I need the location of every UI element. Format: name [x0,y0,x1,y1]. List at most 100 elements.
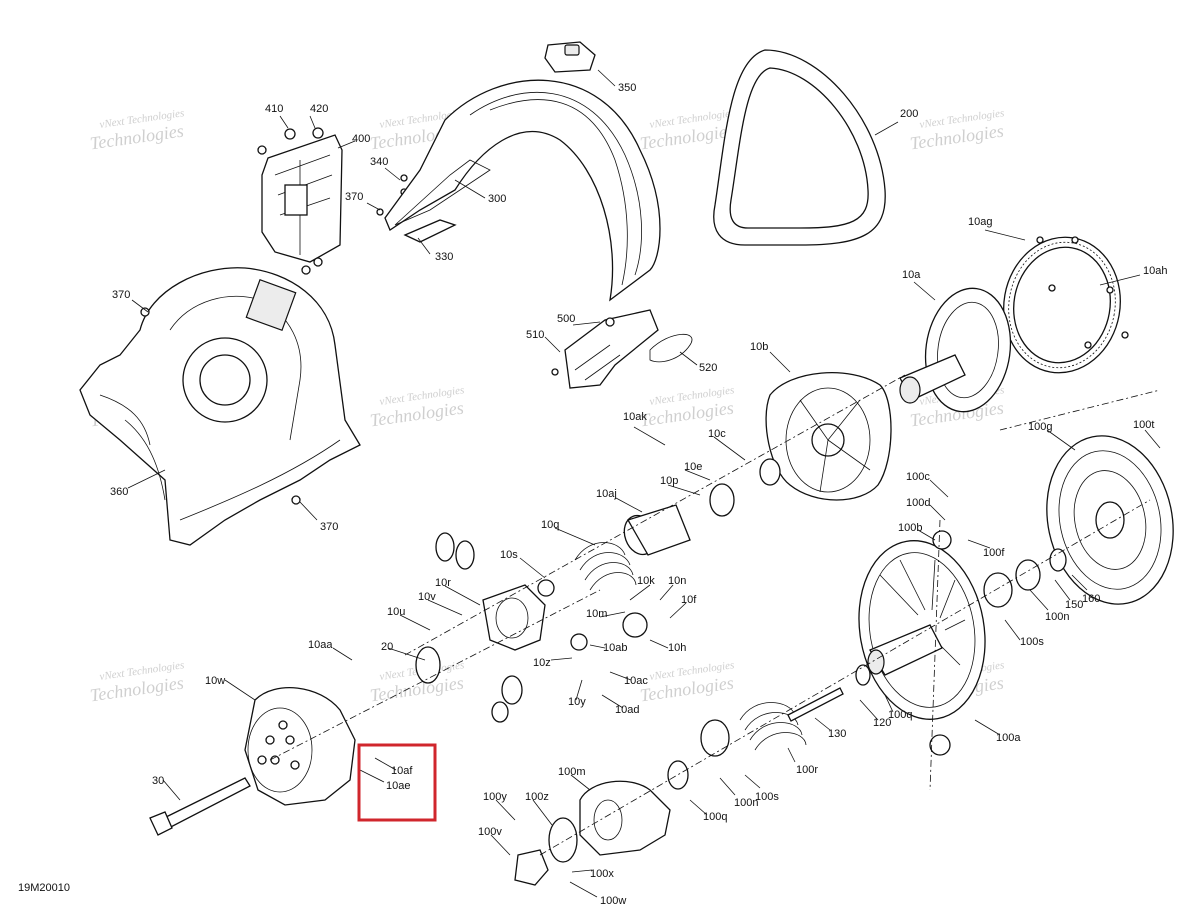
callout-10ae: 10ae [386,780,410,792]
callout-10y: 10y [568,696,586,708]
part-500-bracket [551,309,693,389]
callout-130: 130 [828,728,846,740]
callout-10e: 10e [684,461,702,473]
callout-420: 420 [310,103,328,115]
callout-10ak: 10ak [623,411,647,423]
callout-100d: 100d [906,497,930,509]
part-10r-spider [482,584,546,651]
callout-100z: 100z [525,791,549,803]
callout-10f: 10f [681,594,697,606]
callout-360: 360 [110,486,128,498]
callout-10aa: 10aa [308,639,333,651]
callout-10p: 10p [660,475,678,487]
callout-10ah: 10ah [1143,265,1167,277]
callout-10w: 10w [205,675,225,687]
callout-200: 200 [900,108,918,120]
callout-10a: 10a [902,269,921,281]
part-30-bolt [149,777,251,836]
callout-10aj: 10aj [596,488,617,500]
callout-100r: 100r [796,764,818,776]
callout-10ad: 10ad [615,704,639,716]
part-100m-sheave [548,780,671,863]
callout-340: 340 [370,156,388,168]
part-360-housing [79,267,361,546]
callout-100s: 100s [1020,636,1044,648]
callout-370: 370 [345,191,363,203]
callout-10s: 10s [500,549,518,561]
callout-370: 370 [320,521,338,533]
highlight-box [357,743,437,822]
callout-10v: 10v [418,591,436,603]
part-100r-spring [739,702,807,751]
callout-100c: 100c [906,471,930,483]
part-10w-drive-plate [244,687,356,806]
callout-100t: 100t [1133,419,1154,431]
callout-10ag: 10ag [968,216,992,228]
callout-10ab: 10ab [603,642,627,654]
callout-100w: 100w [600,895,626,906]
callout-410: 410 [265,103,283,115]
callout-10c: 10c [708,428,726,440]
callout-100v: 100v [478,826,502,838]
callout-10k: 10k [637,575,655,587]
misc-rings [435,458,1067,790]
callout-10u: 10u [387,606,405,618]
part-200-belt [713,49,886,246]
callout-10b: 10b [750,341,768,353]
callout-10m: 10m [586,608,607,620]
part-100v-nut [514,849,549,886]
callout-100n: 100n [1045,611,1069,623]
callout-100q: 100q [703,811,727,823]
callout-30: 30 [152,775,164,787]
part-100g-driven-sheave [1046,435,1174,605]
part-10q-spring [574,504,691,591]
callout-100m: 100m [558,766,586,778]
part-10ag-ring-gear [1003,236,1129,374]
callout-350: 350 [618,82,636,94]
part-100a-driven-sheave [858,540,986,720]
part-400-bracket [257,127,408,275]
callout-10n: 10n [668,575,686,587]
part-10b-sheave-cover [765,372,892,501]
leader-lines [127,69,1161,898]
callout-10af: 10af [391,765,413,777]
callout-100s: 100s [755,791,779,803]
callout-100g: 100g [1028,421,1052,433]
callout-10ac: 10ac [624,675,648,687]
callout-520: 520 [699,362,717,374]
callout-10q: 10q [541,519,559,531]
callout-150: 150 [1065,599,1083,611]
callout-10r: 10r [435,577,451,589]
callout-500: 500 [557,313,575,325]
callout-300: 300 [488,193,506,205]
callout-100f: 100f [983,547,1005,559]
callout-100q: 100q [888,709,912,721]
callout-10z: 10z [533,657,551,669]
figure-code: 19M20010 [18,882,70,894]
callout-100n: 100n [734,797,758,809]
callout-100a: 100a [996,732,1021,744]
callout-100x: 100x [590,868,614,880]
callout-120: 120 [873,717,891,729]
callout-100b: 100b [898,522,922,534]
part-20-plate [415,646,441,684]
part-300-cover [384,41,661,302]
part-130-bolt [787,687,844,722]
axis-lines [269,374,1161,856]
callout-370: 370 [112,289,130,301]
callout-400: 400 [352,133,370,145]
callout-20: 20 [381,641,393,653]
callout-10h: 10h [668,642,686,654]
callout-100y: 100y [483,791,507,803]
callout-510: 510 [526,329,544,341]
callout-160: 160 [1082,593,1100,605]
callout-330: 330 [435,251,453,263]
